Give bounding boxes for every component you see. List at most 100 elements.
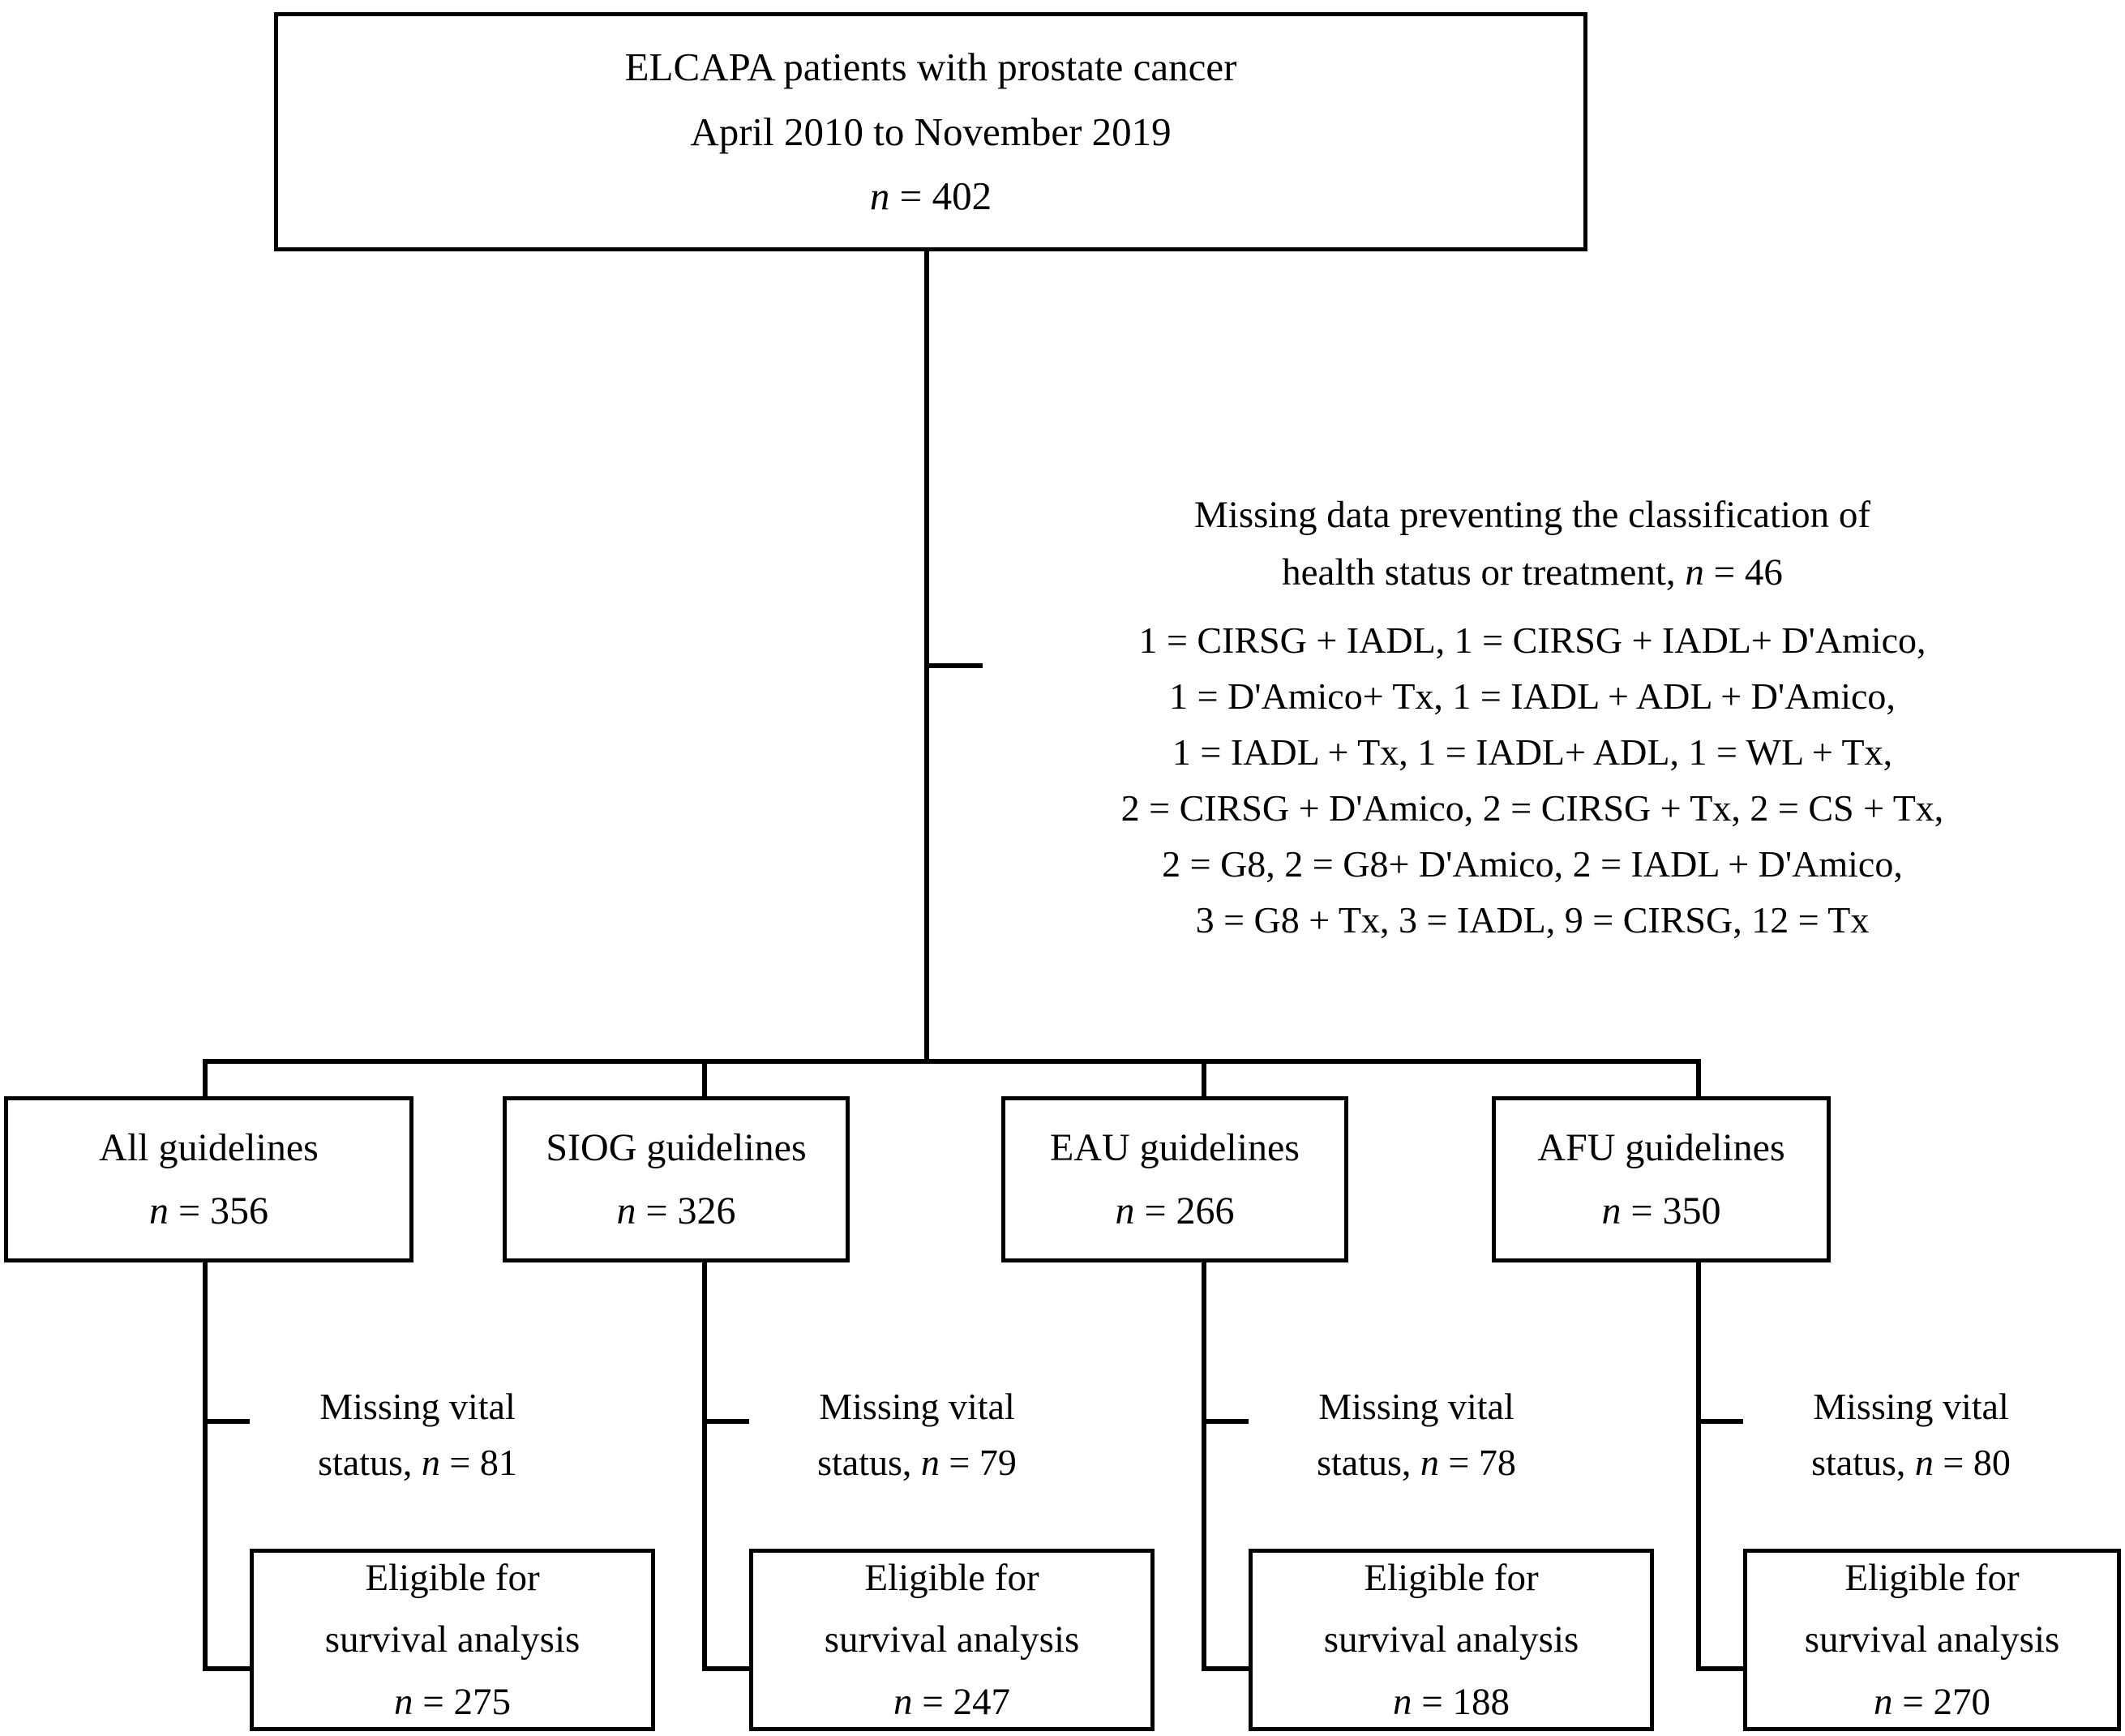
branch-2-eligible-stub [702,1666,752,1671]
exclusion-detail-line: 1 = CIRSG + IADL, 1 = CIRSG + IADL+ D'Am… [1138,619,1926,661]
eligible-line-2: survival analysis [824,1618,1080,1661]
missing-vital-n-symbol: n [1914,1442,1934,1483]
branch-3-eligible-stub [1202,1666,1252,1671]
missing-vital-n-equals: = [1438,1442,1479,1483]
guideline-n-equals: = [168,1189,211,1232]
exclusion-detail-line: 1 = IADL + Tx, 1 = IADL+ ADL, 1 = WL + T… [1172,731,1893,773]
top-box-line-2: April 2010 to November 2019 [690,109,1172,154]
branch-2-spine [702,1262,707,1671]
exclusion-heading-line-2: health status or treatment, n = 46 [1005,544,2059,602]
eligible-line-2: survival analysis [1804,1618,2060,1661]
branch-drop-stub-4 [1696,1059,1701,1098]
eligible-n-value: 275 [453,1680,512,1723]
branch-drop-stub-3 [1202,1059,1206,1098]
eligible-line-1: Eligible for [365,1557,540,1600]
guideline-label: SIOG guidelines [546,1125,807,1169]
eligible-box-eau: Eligible for survival analysis n = 188 [1249,1549,1654,1731]
branch-4-eligible-stub [1696,1666,1746,1671]
guideline-n-line: n = 266 [1115,1180,1234,1243]
exclusion-heading-text: health status or treatment, [1282,551,1686,594]
missing-vital-line-1: Missing vital [1813,1386,2009,1427]
eligible-n-line: n = 247 [893,1671,1010,1733]
exclusion-detail-line: 1 = D'Amico+ Tx, 1 = IADL + ADL + D'Amic… [1169,675,1896,717]
eligible-n-value: 270 [1933,1680,1991,1723]
eligible-box-all: Eligible for survival analysis n = 275 [250,1549,655,1731]
missing-vital-line-2: status, n = 80 [1737,1434,2085,1490]
eligible-n-value: 188 [1452,1680,1510,1723]
main-trunk-line [924,251,929,1062]
guideline-box-eau: EAU guidelines n = 266 [1001,1096,1348,1262]
missing-vital-status-text: status, [817,1442,921,1483]
missing-vital-line-1: Missing vital [1318,1386,1514,1427]
eligible-line-2: survival analysis [324,1618,581,1661]
branch-drop-stub-2 [702,1059,707,1098]
branch-distribution-bar [203,1059,1701,1064]
branch-3-spine [1202,1262,1206,1671]
eligible-line-1: Eligible for [864,1557,1039,1600]
eligible-n-equals: = [413,1680,454,1723]
missing-vital-status-1: Missing vital status, n = 81 [243,1378,592,1490]
guideline-n-equals: = [1134,1189,1176,1232]
eligible-n-line: n = 275 [394,1671,511,1733]
missing-vital-n-equals: = [939,1442,979,1483]
missing-vital-status-text: status, [318,1442,422,1483]
guideline-n-line: n = 350 [1601,1180,1720,1243]
missing-vital-n-equals: = [1933,1442,1973,1483]
exclusion-detail-line: 2 = CIRSG + D'Amico, 2 = CIRSG + Tx, 2 =… [1120,787,1944,829]
missing-vital-line-1: Missing vital [819,1386,1015,1427]
top-box-line-1: ELCAPA patients with prostate cancer [624,45,1237,90]
eligible-line-2: survival analysis [1323,1618,1579,1661]
missing-vital-n-value: 78 [1478,1442,1516,1483]
missing-vital-status-text: status, [1811,1442,1915,1483]
eligible-n-equals: = [1412,1680,1453,1723]
guideline-n-line: n = 326 [616,1180,735,1243]
guideline-box-siog: SIOG guidelines n = 326 [503,1096,850,1262]
exclusion-heading: Missing data preventing the classificati… [1005,487,2059,601]
branch-3-missing-stub [1202,1419,1249,1424]
branch-drop-stub-1 [203,1059,208,1098]
exclusion-detail-line: 3 = G8 + Tx, 3 = IADL, 9 = CIRSG, 12 = T… [1195,899,1870,941]
missing-vital-status-2: Missing vital status, n = 79 [743,1378,1091,1490]
guideline-label: All guidelines [99,1125,319,1169]
top-box-n-value: 402 [932,174,992,219]
eligible-n-equals: = [912,1680,953,1723]
guideline-n-symbol: n [1601,1189,1622,1232]
guideline-n-equals: = [1621,1189,1663,1232]
branch-2-missing-stub [702,1419,749,1424]
missing-vital-n-equals: = [439,1442,480,1483]
top-box-n-symbol: n [869,174,890,219]
exclusion-connector-stub [924,663,983,668]
guideline-n-symbol: n [148,1189,169,1232]
missing-vital-status-3: Missing vital status, n = 78 [1242,1378,1591,1490]
eligible-box-afu: Eligible for survival analysis n = 270 [1743,1549,2121,1731]
branch-1-eligible-stub [203,1666,253,1671]
guideline-box-all: All guidelines n = 356 [4,1096,413,1262]
branch-1-spine [203,1262,208,1671]
branch-1-missing-stub [203,1419,250,1424]
exclusion-spacer [1005,601,2059,612]
guideline-n-value: 326 [677,1189,736,1232]
exclusion-heading-line-1: Missing data preventing the classificati… [1193,494,1871,536]
eligible-n-line: n = 270 [1874,1671,1990,1733]
guideline-label: AFU guidelines [1537,1125,1785,1169]
missing-vital-status-text: status, [1317,1442,1420,1483]
missing-vital-line-1: Missing vital [319,1386,516,1427]
missing-vital-n-value: 81 [479,1442,517,1483]
guideline-n-symbol: n [1115,1189,1135,1232]
exclusion-detail-list: 1 = CIRSG + IADL, 1 = CIRSG + IADL+ D'Am… [1005,612,2059,948]
exclusion-n-symbol: n [1685,551,1704,594]
guideline-n-value: 350 [1662,1189,1721,1232]
missing-vital-line-2: status, n = 78 [1242,1434,1591,1490]
missing-vital-n-value: 80 [1973,1442,2011,1483]
exclusion-n-equals: = [1703,551,1745,594]
exclusion-textblock: Missing data preventing the classificati… [1005,487,2059,948]
branch-4-spine [1696,1262,1701,1671]
guideline-n-line: n = 356 [149,1180,268,1243]
top-cohort-box: ELCAPA patients with prostate cancer Apr… [274,12,1587,251]
eligible-n-symbol: n [893,1680,913,1723]
top-box-n-equals: = [889,174,932,219]
branch-4-missing-stub [1696,1419,1743,1424]
guideline-n-value: 266 [1176,1189,1235,1232]
missing-vital-n-symbol: n [1420,1442,1439,1483]
missing-vital-n-symbol: n [920,1442,940,1483]
